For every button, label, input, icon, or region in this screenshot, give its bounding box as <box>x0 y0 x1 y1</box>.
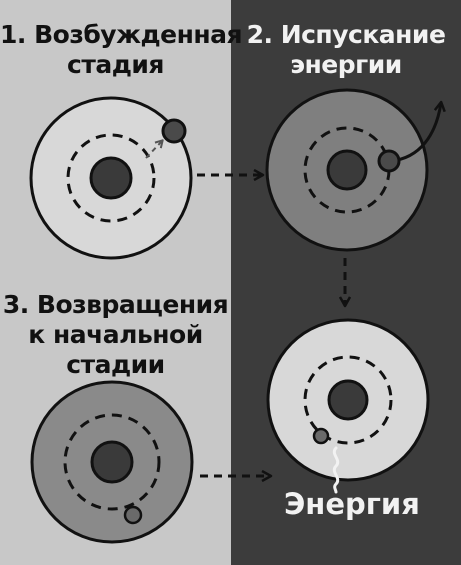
atom-energy-released <box>266 318 430 494</box>
atom-1-electron <box>161 118 187 144</box>
excitation-arrow <box>145 139 164 159</box>
stage-2-title-line-2: энергии <box>290 50 402 79</box>
stage-2-title: 2. Испускание энергии <box>231 20 461 80</box>
stage-1-title-line-2: стадия <box>67 50 164 79</box>
atom-3-inner-orbit <box>63 413 161 511</box>
stage-3-title-line-1: 3. Возвращения <box>2 290 229 319</box>
atom-3-electron <box>123 505 143 525</box>
atom-emission <box>265 88 441 252</box>
atom-1-inner-orbit <box>66 133 156 223</box>
stage-2-title-line-1: 2. Испускание <box>246 20 446 49</box>
atom-4-inner-orbit <box>303 355 393 445</box>
stage-1-title: 1. Возбужденная стадия <box>0 20 243 80</box>
atom-3-nucleus <box>90 440 134 484</box>
atom-4-electron <box>312 427 330 445</box>
atom-excited <box>29 96 193 260</box>
stage-1-title-line-1: 1. Возбужденная <box>0 20 243 49</box>
atom-2-nucleus <box>326 149 368 191</box>
stage-3-title-line-3: стадии <box>66 350 165 379</box>
atom-return <box>30 380 194 544</box>
energy-label: Энергия <box>284 487 420 521</box>
atom-1-nucleus <box>89 156 133 200</box>
atom-2-electron <box>377 149 401 173</box>
stage-3-title-line-2: к начальной <box>28 320 203 349</box>
atom-4-nucleus <box>327 379 369 421</box>
energy-wave-icon <box>332 446 340 494</box>
stage-3-title: 3. Возвращения к начальной стадии <box>0 290 231 380</box>
